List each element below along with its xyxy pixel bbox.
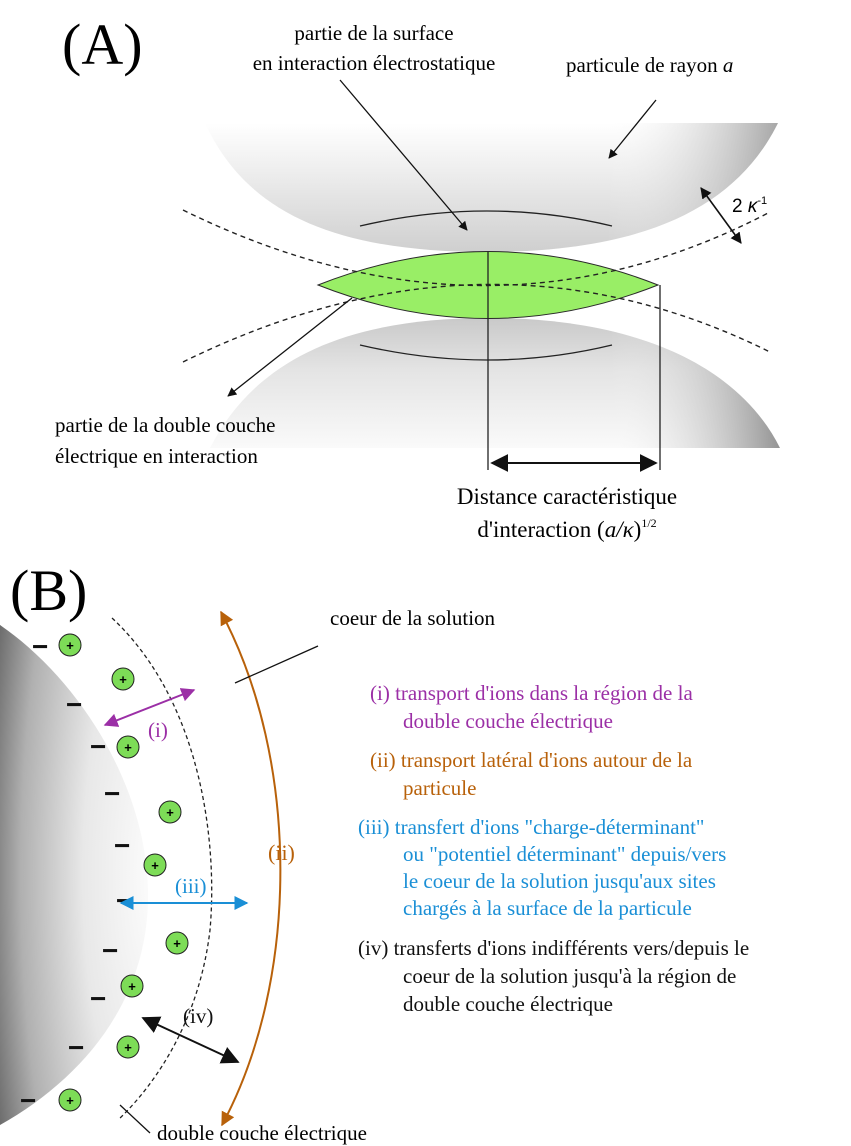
panel-b-label: (B) [10, 558, 87, 623]
legend-ii-line2: particule [403, 776, 476, 800]
double-layer-label-b: double couche électrique [157, 1121, 367, 1145]
surface-leader [339, 79, 468, 231]
legend: (i) transport d'ions dans la région de l… [358, 681, 749, 1016]
legend-i-line2: double couche électrique [403, 709, 613, 733]
svg-text:+: + [151, 858, 159, 873]
legend-iv-line1: (iv) transferts d'ions indifférents vers… [358, 936, 749, 960]
bulk-label: coeur de la solution [330, 606, 496, 630]
positive-ion: + [116, 1035, 140, 1059]
panel-a-label: (A) [62, 12, 143, 77]
legend-item-iii: (iii) transfert d'ions "charge-détermina… [358, 815, 726, 920]
panel-a: (A) 2 κ-1 par [55, 12, 780, 542]
arrow-label-i: (i) [148, 718, 168, 742]
top-double-layer-boundary [182, 209, 771, 287]
negative-charge: − [114, 830, 130, 861]
positive-ion: + [116, 735, 140, 759]
svg-text:+: + [128, 979, 136, 994]
legend-ii-line1: (ii) transport latéral d'ions autour de … [370, 748, 693, 772]
legend-iii-line1: (iii) transfert d'ions "charge-détermina… [358, 815, 705, 839]
debye-label: 2 κ-1 [732, 195, 767, 217]
double-layer-label-line2: électrique en interaction [55, 444, 258, 468]
legend-i-line1: (i) transport d'ions dans la région de l… [370, 681, 693, 705]
particle-label: particule de rayon a [566, 53, 733, 77]
particle-leader [608, 99, 657, 159]
svg-text:+: + [66, 1093, 74, 1108]
arrow-label-iv: (iv) [183, 1004, 213, 1028]
legend-item-iv: (iv) transferts d'ions indifférents vers… [358, 936, 749, 1016]
bulk-leader [234, 645, 319, 684]
negative-charge: − [90, 983, 106, 1014]
negative-charge: − [20, 1085, 36, 1116]
negative-charge: − [32, 631, 48, 662]
bottom-double-layer-boundary [182, 283, 771, 363]
svg-text:+: + [166, 805, 174, 820]
legend-iii-line2: ou "potentiel déterminant" depuis/vers [403, 842, 726, 866]
distance-label-line2: d'interaction (a/κ)1/2 [477, 516, 656, 542]
negative-charge: − [68, 1032, 84, 1063]
top-particle [205, 123, 778, 252]
legend-iv-line3: double couche électrique [403, 992, 613, 1016]
panel-b: (B) − − − − − − − − − − + + + + + + + [0, 558, 749, 1145]
positive-ions: + + + + + + + + + [58, 633, 189, 1112]
surface-label-line2: en interaction électrostatique [253, 51, 496, 75]
svg-text:+: + [66, 638, 74, 653]
svg-text:+: + [124, 1040, 132, 1055]
positive-ion: + [111, 667, 135, 691]
positive-ion: + [143, 853, 167, 877]
positive-ion: + [120, 974, 144, 998]
positive-ion: + [165, 931, 189, 955]
legend-iii-line4: chargés à la surface de la particule [403, 896, 692, 920]
bottom-particle [210, 318, 780, 448]
legend-item-ii: (ii) transport latéral d'ions autour de … [370, 748, 693, 800]
surface-label-line1: partie de la surface [294, 21, 453, 45]
legend-iii-line3: le coeur de la solution jusqu'aux sites [403, 869, 716, 893]
double-layer-label-line1: partie de la double couche [55, 413, 275, 437]
positive-ion: + [58, 1088, 82, 1112]
negative-charge: − [116, 885, 132, 916]
positive-ion: + [158, 800, 182, 824]
arrow-iv [141, 1016, 240, 1064]
svg-text:+: + [119, 672, 127, 687]
svg-text:+: + [173, 936, 181, 951]
negative-charge: − [90, 731, 106, 762]
bottom-surface-arc [359, 344, 613, 361]
debye-arrow [700, 187, 742, 244]
double-layer-leader [227, 297, 353, 397]
arrow-ii [220, 610, 282, 1127]
svg-text:+: + [124, 740, 132, 755]
positive-ion: + [58, 633, 82, 657]
legend-item-i: (i) transport d'ions dans la région de l… [370, 681, 693, 733]
arrow-label-iii: (iii) [175, 874, 207, 898]
negative-charge: − [104, 778, 120, 809]
negative-charge: − [102, 935, 118, 966]
arrow-label-ii: (ii) [268, 840, 295, 865]
negative-charge: − [66, 689, 82, 720]
top-surface-arc [359, 210, 613, 227]
legend-iv-line2: coeur de la solution jusqu'à la région d… [403, 964, 736, 988]
arrow-i [103, 688, 196, 727]
negative-charges: − − − − − − − − − − [20, 631, 132, 1116]
double-layer-leader-b [119, 1104, 151, 1134]
distance-label-line1: Distance caractéristique [457, 484, 677, 509]
